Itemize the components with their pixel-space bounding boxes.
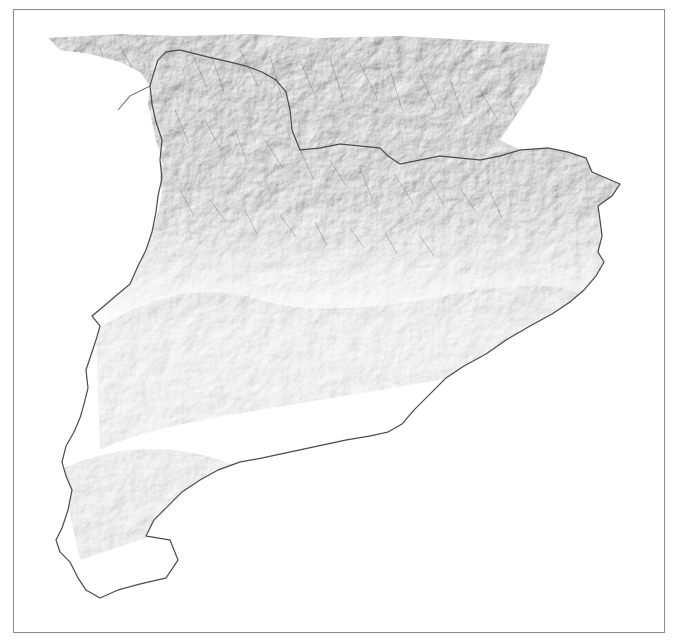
internal-boundary [117, 85, 151, 111]
border-line [55, 49, 621, 599]
